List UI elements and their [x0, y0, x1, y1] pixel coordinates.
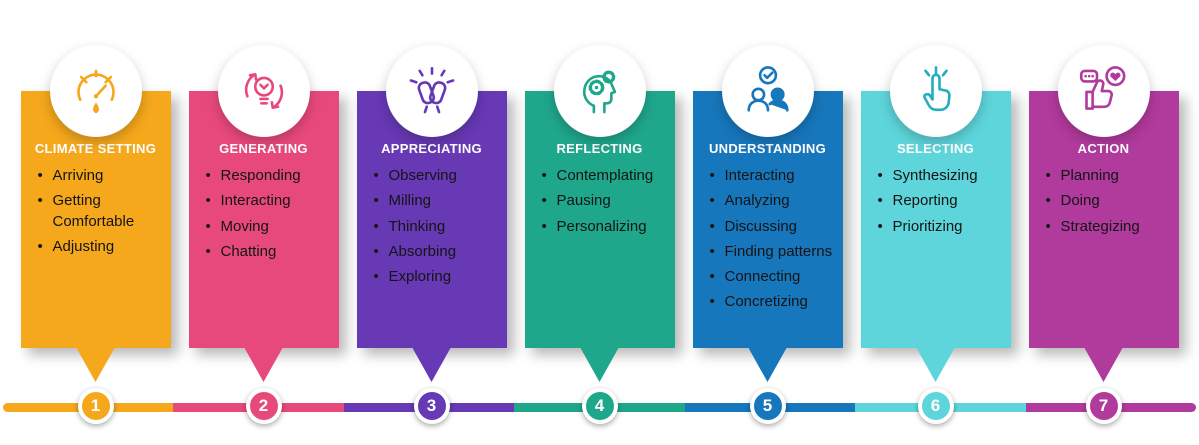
card-pointer-tail	[748, 348, 787, 382]
timeline-marker-cell: 5	[693, 388, 843, 424]
stage-number-badge: 6	[917, 388, 954, 424]
stage-column-climate-setting: CLIMATE SETTING Arriving Getting Comfort…	[20, 45, 171, 382]
stage-column-reflecting: REFLECTING Contemplating Pausing Persona…	[524, 45, 675, 382]
card-pointer-tail	[76, 348, 115, 382]
card-pointer-tail	[244, 348, 283, 382]
stage-card: GENERATING Responding Interacting Moving…	[188, 91, 339, 348]
stage-icon-badge	[385, 45, 478, 137]
stage-number: 3	[426, 396, 437, 415]
timeline-marker-cell: 1	[21, 388, 171, 424]
stage-column-appreciating: APPRECIATING Observing Milling Thinking …	[356, 45, 507, 382]
stage-number-badge: 2	[245, 388, 282, 424]
bullet-item: Observing	[372, 166, 498, 187]
stage-title: ACTION	[1077, 141, 1130, 156]
bullet-item: Getting Comfortable	[36, 191, 162, 232]
bullet-item: Responding	[204, 166, 330, 187]
card-pointer-tail	[412, 348, 451, 382]
bullet-item: Planning	[1044, 166, 1170, 187]
hand-click-icon	[922, 66, 951, 112]
bullet-item: Milling	[372, 191, 498, 212]
bullet-item: Interacting	[708, 166, 834, 187]
stage-icon-badge	[721, 45, 814, 137]
card-pointer-tail	[916, 348, 955, 382]
thumbs-up-heart-icon	[1079, 66, 1125, 110]
timeline-marker-cell: 4	[525, 388, 675, 424]
timeline-marker-cell: 6	[861, 388, 1011, 424]
stage-number-badge: 5	[749, 388, 786, 424]
stage-number: 1	[90, 396, 101, 415]
stage-column-generating: GENERATING Responding Interacting Moving…	[188, 45, 339, 382]
stage-icon-badge	[49, 45, 142, 137]
bullet-item: Pausing	[540, 191, 666, 212]
bullet-item: Connecting	[708, 267, 834, 288]
stage-bullet-list: Arriving Getting Comfortable Adjusting	[30, 166, 162, 257]
card-pointer-tail	[580, 348, 619, 382]
stage-bullet-list: Observing Milling Thinking Absorbing Exp…	[366, 166, 498, 288]
stage-icon-badge	[217, 45, 310, 137]
stage-bullet-list: Planning Doing Strategizing	[1038, 166, 1170, 237]
stage-bullet-list: Synthesizing Reporting Prioritizing	[870, 166, 1002, 237]
stage-number-badge: 3	[413, 388, 450, 424]
card-pointer-tail	[1084, 348, 1123, 382]
stage-number-badge: 4	[581, 388, 618, 424]
stage-card: APPRECIATING Observing Milling Thinking …	[356, 91, 507, 348]
clapping-hands-icon	[409, 66, 454, 114]
bullet-item: Absorbing	[372, 242, 498, 263]
bullet-item: Reporting	[876, 191, 1002, 212]
bullet-item: Synthesizing	[876, 166, 1002, 187]
bullet-item: Arriving	[36, 166, 162, 187]
stage-number: 7	[1098, 396, 1109, 415]
bullet-item: Strategizing	[1044, 217, 1170, 238]
bullet-item: Interacting	[204, 191, 330, 212]
timeline-marker-cell: 2	[189, 388, 339, 424]
stage-title: CLIMATE SETTING	[34, 141, 157, 156]
stage-bullet-list: Responding Interacting Moving Chatting	[198, 166, 330, 262]
stage-number: 2	[258, 396, 269, 415]
stage-column-understanding: UNDERSTANDING Interacting Analyzing Disc…	[692, 45, 843, 382]
stage-bullet-list: Interacting Analyzing Discussing Finding…	[702, 166, 834, 313]
timeline-markers: 1 2 3 4 5 6	[0, 388, 1199, 424]
stage-column-action: ACTION Planning Doing Strategizing	[1028, 45, 1179, 382]
bullet-item: Concretizing	[708, 292, 834, 313]
bullet-item: Contemplating	[540, 166, 666, 187]
bullet-item: Thinking	[372, 217, 498, 238]
lightbulb-idea-icon	[244, 73, 283, 109]
bullet-item: Doing	[1044, 191, 1170, 212]
bullet-item: Finding patterns	[708, 242, 834, 263]
bullet-item: Discussing	[708, 217, 834, 238]
stage-title: GENERATING	[219, 141, 308, 156]
head-gears-icon	[582, 70, 616, 114]
bullet-item: Adjusting	[36, 237, 162, 258]
timeline-marker-cell: 7	[1029, 388, 1179, 424]
stage-number: 4	[594, 396, 605, 415]
stage-number-badge: 1	[77, 388, 114, 424]
stage-title: UNDERSTANDING	[708, 141, 827, 156]
stage-columns: CLIMATE SETTING Arriving Getting Comfort…	[0, 45, 1199, 382]
stage-card: ACTION Planning Doing Strategizing	[1028, 91, 1179, 348]
timeline-marker-cell: 3	[357, 388, 507, 424]
stage-number: 6	[930, 396, 941, 415]
bullet-item: Chatting	[204, 242, 330, 263]
stage-number: 5	[762, 396, 773, 415]
stage-icon-badge	[1057, 45, 1150, 137]
stage-column-selecting: SELECTING Synthesizing Reporting Priorit…	[860, 45, 1011, 382]
bullet-item: Analyzing	[708, 191, 834, 212]
bullet-item: Prioritizing	[876, 217, 1002, 238]
bullet-item: Exploring	[372, 267, 498, 288]
stage-icon-badge	[889, 45, 982, 137]
stage-bullet-list: Contemplating Pausing Personalizing	[534, 166, 666, 237]
stage-title: REFLECTING	[556, 141, 643, 156]
bullet-item: Personalizing	[540, 217, 666, 238]
bullet-item: Moving	[204, 217, 330, 238]
stage-icon-badge	[553, 45, 646, 137]
discussion-check-icon	[746, 66, 789, 112]
stage-number-badge: 7	[1085, 388, 1122, 424]
stage-title: SELECTING	[896, 141, 975, 156]
gauge-icon	[76, 69, 115, 114]
stage-title: APPRECIATING	[381, 141, 482, 156]
